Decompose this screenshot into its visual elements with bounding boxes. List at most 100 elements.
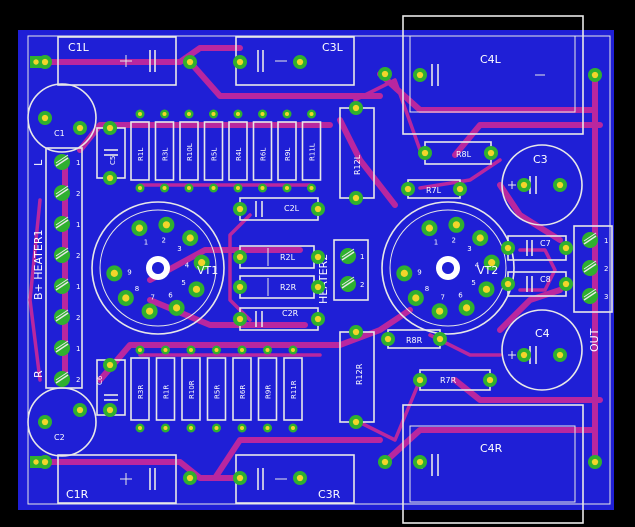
connector-pin-number: 1: [76, 345, 80, 353]
resistor-pad: [212, 423, 221, 433]
tube-pin-number: 2: [162, 237, 166, 245]
board-outline: [27, 35, 611, 505]
tube-pin-number: 5: [471, 279, 475, 287]
tube-pin: [407, 290, 424, 307]
component-pad: [418, 146, 432, 160]
connector-pin-number: 2: [360, 281, 364, 289]
label-r1l: R1L: [137, 148, 145, 161]
label-r5l: R5L: [211, 148, 219, 161]
tube-pin: [472, 229, 489, 246]
component-pad: [311, 202, 325, 216]
resistor-r5r: R5R: [206, 345, 227, 433]
component-pad: [378, 67, 392, 81]
resistor-pad: [307, 183, 316, 193]
resistor-r3r: R3R: [130, 345, 150, 433]
resistor-pad: [258, 109, 267, 119]
tube-pin-number: 8: [425, 285, 429, 293]
label-r10l: R10L: [186, 143, 194, 161]
label-out: OUT: [588, 328, 601, 352]
tube-pin-number: 4: [185, 261, 190, 269]
resistor-pad: [307, 109, 316, 119]
component-pad: [311, 250, 325, 264]
label-r7l: R7L: [426, 186, 442, 195]
resistor-r4l: R4L: [228, 109, 248, 193]
tube-pin: [483, 254, 500, 271]
label-c4r: C4R: [480, 442, 503, 455]
label-c8: C8: [540, 275, 551, 284]
component-pad: [553, 348, 567, 362]
square-pad: [30, 456, 42, 468]
component-pad: [413, 455, 427, 469]
tube-pin: [182, 229, 199, 246]
label-r9l: R9L: [284, 148, 292, 161]
cap-c1l: C1L: [57, 36, 177, 86]
label-r6l: R6L: [260, 148, 268, 161]
label-c1r: C1R: [66, 488, 89, 501]
cap-c3l: C3L: [235, 36, 355, 86]
component-pad: [559, 241, 573, 255]
component-pad: [484, 146, 498, 160]
tube-pin-number: 3: [177, 245, 181, 253]
tube-pin: [193, 254, 210, 271]
label-r6r: R6R: [239, 385, 247, 399]
cap-c1r: C1R: [57, 454, 177, 504]
label-r8l: R8L: [456, 150, 472, 159]
label-r12l: R12L: [353, 154, 362, 175]
resistor-pad: [161, 345, 170, 355]
connector-pin-number: 1: [76, 159, 80, 167]
resistor-pad: [135, 345, 145, 355]
component-pad: [103, 121, 117, 135]
connector-pin: 1: [54, 278, 80, 294]
resistor-pad: [263, 423, 272, 433]
label-r: R: [32, 370, 45, 378]
component-pad: [349, 191, 363, 205]
connector-pin: 1: [54, 216, 80, 232]
resistor-pad: [237, 423, 247, 433]
label-c4l: C4L: [480, 53, 502, 66]
connector-pin-number: 1: [76, 283, 80, 291]
component-pad: [233, 312, 247, 326]
resistor-r9r: R9R: [257, 345, 278, 433]
resistor-pad: [186, 345, 196, 355]
component-pad: [349, 101, 363, 115]
resistor-pad: [233, 109, 243, 119]
label-c4: C4: [535, 327, 550, 340]
tube-pin-number: 2: [452, 237, 456, 245]
component-pad: [559, 277, 573, 291]
resistor-pad: [184, 183, 194, 193]
tube-pin-number: 4: [475, 261, 480, 269]
label-r11l: R11L: [309, 143, 317, 161]
component-pad: [73, 403, 87, 417]
resistor-r6r: R6R: [232, 345, 252, 433]
resistor-pad: [282, 183, 292, 193]
label-r1r: R1R: [163, 385, 171, 399]
resistor-r11r: R11R: [283, 345, 303, 433]
cap-c1: C1: [27, 83, 97, 153]
resistor-pad: [209, 183, 218, 193]
tube-pin-number: 9: [417, 269, 421, 277]
tube-pin: [431, 303, 448, 320]
connector-pin: 1: [54, 154, 80, 170]
component-pad: [483, 373, 497, 387]
tube-pin: [168, 299, 185, 316]
label-r8r: R8R: [406, 336, 423, 345]
label-c2r: C2R: [282, 309, 299, 318]
cap-c3: C3: [501, 144, 583, 226]
component-pad: [349, 415, 363, 429]
resistor-r11l: R11L: [301, 109, 322, 193]
component-pad: [183, 55, 197, 69]
connector-pin-number: 3: [604, 293, 608, 301]
connector-pin: 2: [582, 260, 608, 276]
component-pad: [588, 455, 602, 469]
tube-pin-number: 6: [458, 291, 463, 299]
component-pad: [233, 55, 247, 69]
component-pad: [293, 55, 307, 69]
label-r7r: R7R: [440, 376, 457, 385]
tube-pin: [106, 265, 123, 282]
connector-pin: 1: [582, 232, 608, 248]
tube-pin: [188, 281, 205, 298]
tube-pin: [158, 216, 175, 233]
